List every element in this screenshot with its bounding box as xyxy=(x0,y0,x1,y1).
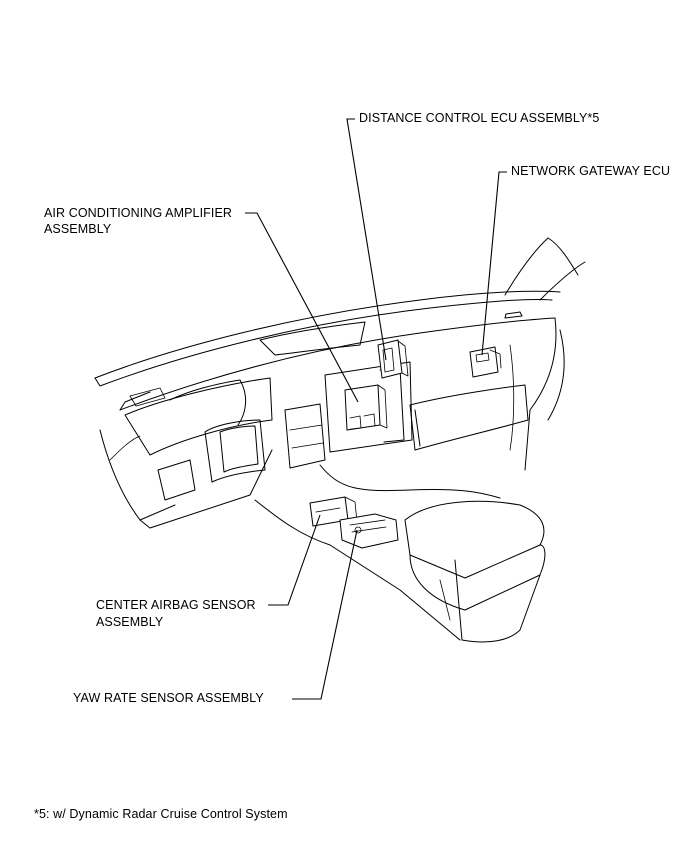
label-distance-control-ecu: DISTANCE CONTROL ECU ASSEMBLY*5 xyxy=(359,111,600,125)
label-network-gateway-ecu: NETWORK GATEWAY ECU xyxy=(511,164,671,178)
leader-center-airbag xyxy=(268,514,321,606)
leader-yaw-rate xyxy=(292,529,358,700)
distance-control-ecu-part xyxy=(377,339,409,379)
label-center-airbag-line2: ASSEMBLY xyxy=(96,615,164,629)
yaw-rate-sensor-part xyxy=(339,513,399,549)
leader-network-gateway xyxy=(481,171,507,356)
label-yaw-rate-sensor: YAW RATE SENSOR ASSEMBLY xyxy=(73,691,264,705)
leader-air-conditioning xyxy=(245,212,359,403)
label-air-conditioning-line1: AIR CONDITIONING AMPLIFIER xyxy=(44,206,233,220)
leader-lines xyxy=(245,118,507,700)
footnote: *5: w/ Dynamic Radar Cruise Control Syst… xyxy=(34,807,288,821)
air-conditioning-amplifier-part xyxy=(344,384,388,431)
dashboard-outline xyxy=(94,237,586,643)
label-air-conditioning-line2: ASSEMBLY xyxy=(44,222,112,236)
network-gateway-ecu-part xyxy=(469,346,502,378)
label-center-airbag-line1: CENTER AIRBAG SENSOR xyxy=(96,598,256,612)
leader-distance-control xyxy=(346,118,387,361)
